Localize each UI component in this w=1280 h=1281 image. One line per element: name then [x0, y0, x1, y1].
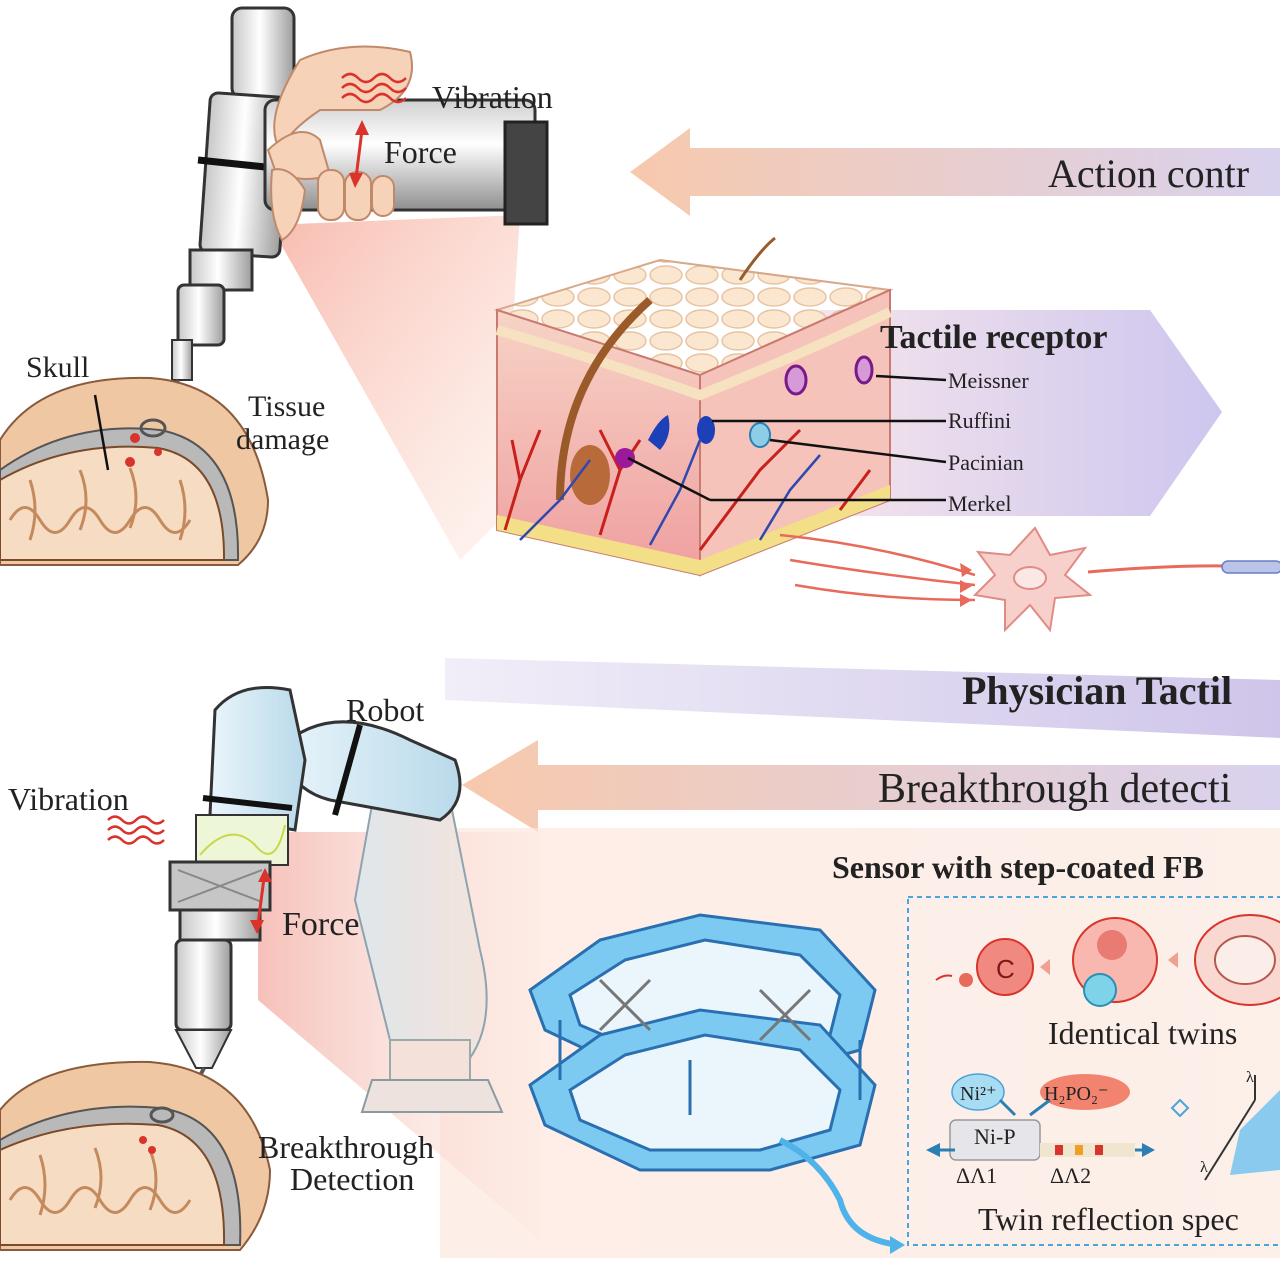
breakthrough-arrow [462, 740, 1280, 832]
skull-section-top [0, 376, 270, 566]
robot-vibration-icon [107, 815, 165, 845]
receptor-pacinian: Pacinian [948, 450, 1024, 475]
action-control-label: Action contr [1048, 151, 1249, 196]
receptor-ruffini: Ruffini [948, 408, 1011, 433]
ruffini-icon [648, 415, 670, 450]
identical-twins-label: Identical twins [1048, 1015, 1237, 1051]
drill-force-label: Force [384, 134, 457, 170]
receptor-meissner: Meissner [948, 368, 1029, 393]
top-zoom-cone [270, 215, 520, 560]
skull-label: Skull [26, 351, 89, 384]
drill-vibration-label: Vibration [432, 79, 553, 115]
skin-block [493, 236, 894, 577]
nip-label: Ni-P [974, 1124, 1016, 1149]
robot-vibration-label: Vibration [8, 781, 129, 817]
receptor-merkel: Merkel [948, 491, 1012, 516]
tissue-label-line2: damage [236, 423, 329, 456]
robot-force-arrow-icon [250, 868, 272, 934]
twin-reflection-label: Twin reflection spec [978, 1201, 1239, 1237]
robot-force-label: Force [282, 906, 359, 943]
axis-lambda2: λ [1200, 1159, 1208, 1176]
sensor-title: Sensor with step-coated FB [832, 849, 1204, 885]
breakthrough-label-line2: Detection [290, 1161, 414, 1197]
fbg-sensor-icon [528, 913, 905, 1254]
neuron-icon [779, 526, 1280, 633]
pacinian-icon [749, 422, 771, 448]
ni-ion-label: Ni²⁺ [960, 1083, 997, 1105]
delta1-label: ΔΛ1 [956, 1163, 997, 1188]
chem-diagram [926, 1073, 1280, 1181]
robot-arm [168, 686, 504, 1116]
cell-letter: C [996, 954, 1015, 984]
vibration-waves-icon [341, 72, 407, 104]
action-control-arrow [630, 128, 1280, 216]
robot-label: Robot [346, 692, 424, 728]
force-arrow-icon [349, 120, 369, 188]
receptor-leader-lines [627, 374, 947, 502]
breakthrough-arrow-label: Breakthrough detecti [878, 766, 1231, 812]
physician-tactile-banner [445, 658, 1280, 738]
delta2-label: ΔΛ2 [1050, 1163, 1091, 1188]
twins-embryo-icons: C [935, 914, 1280, 1007]
skull-section-bottom [0, 1060, 272, 1251]
tissue-label-line1: Tissue [248, 390, 325, 423]
h2po2-label: H₂PO₂⁻ [1044, 1083, 1109, 1105]
merkel-icon [615, 448, 635, 468]
breakthrough-label-line1: Breakthrough [258, 1129, 434, 1165]
receptor-arrow [820, 310, 1222, 516]
axis-lambda1: λ [1246, 1069, 1254, 1086]
meissner-icon [784, 364, 808, 396]
tactile-receptor-title: Tactile receptor [880, 319, 1108, 356]
physician-tactile-label: Physician Tactil [962, 668, 1232, 713]
sensor-dashed-box [907, 896, 1280, 1246]
